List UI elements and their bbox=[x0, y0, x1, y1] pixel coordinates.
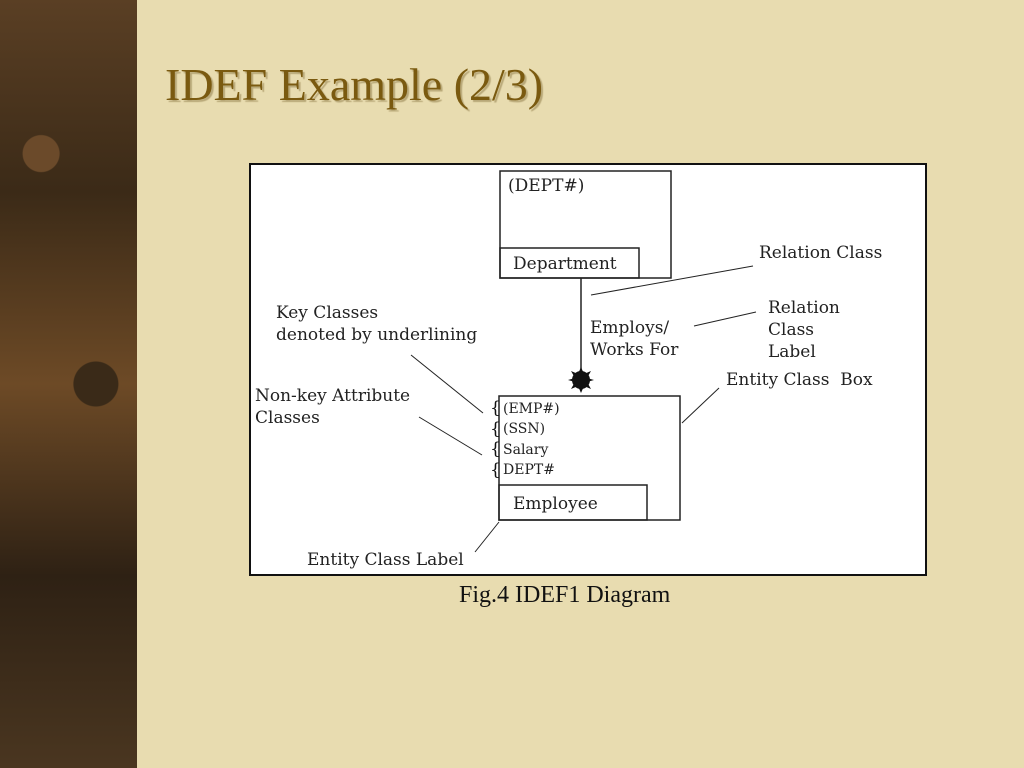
figure-caption: Fig.4 IDEF1 Diagram bbox=[459, 582, 671, 608]
diagram-lines: { { { { bbox=[410, 170, 757, 553]
leader-relation-class bbox=[590, 265, 754, 296]
annotation-key-classes-1: Key Classes bbox=[276, 303, 379, 323]
annotation-relation-class-label-2: Class bbox=[768, 320, 815, 340]
department-label: Department bbox=[513, 254, 617, 274]
leader-relation-label bbox=[693, 311, 757, 327]
brace-3: { bbox=[490, 439, 501, 459]
annotation-relation-class-label-1: Relation bbox=[768, 298, 840, 318]
employee-label-box bbox=[498, 484, 648, 521]
relation-label-line1: Employs/ bbox=[590, 318, 670, 338]
leader-non-key bbox=[418, 416, 483, 456]
department-key: (DEPT#) bbox=[508, 176, 585, 196]
many-dot-icon bbox=[568, 367, 594, 393]
annotation-entity-class-box: Entity Class Box bbox=[726, 370, 873, 390]
leader-entity-label bbox=[474, 521, 500, 553]
brace-2: { bbox=[490, 419, 501, 439]
slide-title: IDEF Example (2/3) bbox=[165, 59, 544, 110]
brace-1: { bbox=[490, 398, 501, 418]
annotation-non-key-2: Classes bbox=[255, 408, 320, 428]
employee-attr-salary: Salary bbox=[503, 442, 549, 458]
leader-key-classes bbox=[410, 354, 484, 414]
employee-attr-ssn: (SSN) bbox=[503, 421, 546, 437]
department-label-box bbox=[499, 247, 640, 279]
employee-attr-emp: (EMP#) bbox=[503, 401, 560, 417]
annotation-non-key-1: Non-key Attribute bbox=[255, 386, 411, 406]
leader-entity-box bbox=[681, 387, 720, 424]
idef1-diagram: { { { { (DEPT#) Department (EMP#) (SSN) … bbox=[249, 163, 927, 576]
annotation-entity-class-label: Entity Class Label bbox=[307, 550, 464, 570]
employee-label: Employee bbox=[513, 494, 598, 514]
annotation-relation-class-label-3: Label bbox=[768, 342, 816, 362]
relation-label-line2: Works For bbox=[590, 340, 679, 360]
annotation-relation-class: Relation Class bbox=[759, 243, 883, 263]
brace-4: { bbox=[490, 460, 501, 480]
decorative-side-image bbox=[0, 0, 137, 768]
employee-attr-dept: DEPT# bbox=[503, 462, 555, 478]
annotation-key-classes-2: denoted by underlining bbox=[276, 325, 478, 345]
